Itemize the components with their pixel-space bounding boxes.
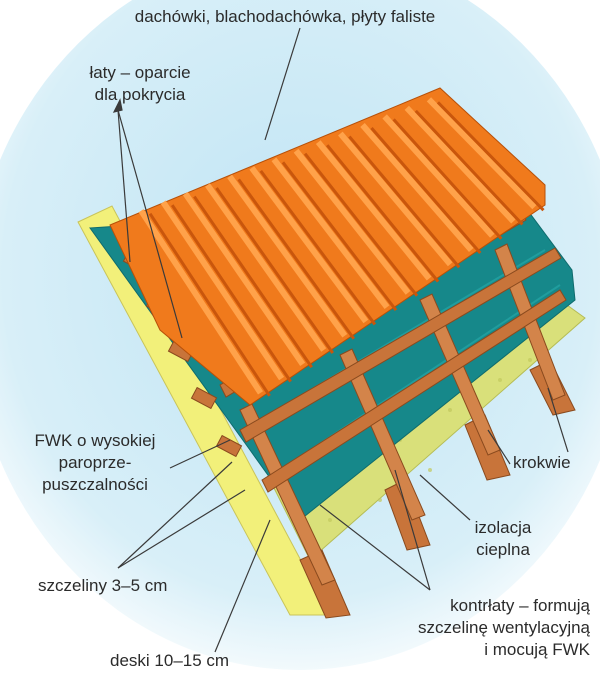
tile-ridge-shadow (215, 187, 334, 354)
label-counter-line1: kontrłaty – formują (450, 596, 590, 615)
tile-ridge-highlight (249, 166, 369, 324)
label-fwk-line1: FWK o wysokiej (34, 431, 156, 450)
label-fwk-line3: puszczalności (42, 475, 148, 494)
tile-ridge-highlight (360, 123, 474, 252)
tile-ridge-shadow (170, 204, 292, 383)
label-fwk: FWK o wysokiej paroprze- puszczalności (20, 430, 170, 496)
tile-ridge-highlight (227, 174, 348, 338)
tile-ridge-shadow (370, 127, 482, 254)
tile-ridge-shadow (303, 152, 419, 297)
batten-1 (261, 289, 567, 493)
tile-ridge-highlight (382, 114, 495, 238)
tile-ridge-highlight (315, 140, 432, 281)
label-gaps: szczeliny 3–5 cm (38, 575, 167, 597)
tile-ridge-shadow (193, 195, 313, 369)
tile-ridge-shadow (436, 101, 545, 212)
tile-ridge-shadow (326, 144, 440, 283)
label-counter-line2: szczelinę wentylacyjną (418, 618, 590, 637)
label-insulation-line1: izolacja (474, 518, 532, 537)
tile-ridge-highlight (338, 131, 453, 267)
label-battens-line2: dla pokrycia (94, 85, 186, 104)
label-rafters-text: krokwie (513, 453, 571, 472)
tile-ridge-highlight (160, 200, 285, 381)
label-insulation-line2: cieplna (476, 540, 530, 559)
tile-ridge-shadow (237, 178, 356, 340)
tile-ridge-highlight (271, 157, 390, 309)
label-battens-line1: łaty – oparcie (89, 63, 191, 82)
label-counter-battens: kontrłaty – formują szczelinę wentylacyj… (380, 595, 590, 661)
label-fwk-line2: paroprze- (58, 453, 132, 472)
tile-ridge-highlight (426, 97, 537, 210)
tile-ridge-shadow (414, 109, 524, 226)
label-tiles-text: dachówki, blachodachówka, płyty faliste (134, 7, 436, 26)
label-counter-line3: i mocują FWK (484, 640, 590, 659)
label-boards: deski 10–15 cm (110, 650, 229, 672)
tile-ridge-shadow (392, 118, 503, 240)
tile-ridge-highlight (404, 105, 516, 224)
label-boards-text: deski 10–15 cm (110, 651, 230, 670)
label-rafters: krokwie (513, 452, 571, 474)
tile-ridge-highlight (293, 148, 411, 295)
label-battens: łaty – oparcie dla pokrycia (55, 62, 225, 106)
label-tiles: dachówki, blachodachówka, płyty faliste (95, 6, 475, 28)
tile-ridge-shadow (348, 135, 461, 269)
tile-ridge-shadow (281, 161, 398, 312)
left-batten-4 (190, 386, 218, 410)
tile-ridge-highlight (205, 183, 327, 352)
tile-ridge-shadow (259, 169, 377, 326)
batten-2 (239, 247, 562, 443)
label-insulation: izolacja cieplna (448, 517, 558, 561)
label-gaps-text: szczeliny 3–5 cm (38, 576, 168, 595)
tile-ridge-highlight (182, 191, 306, 366)
tile-ridges (138, 97, 545, 397)
